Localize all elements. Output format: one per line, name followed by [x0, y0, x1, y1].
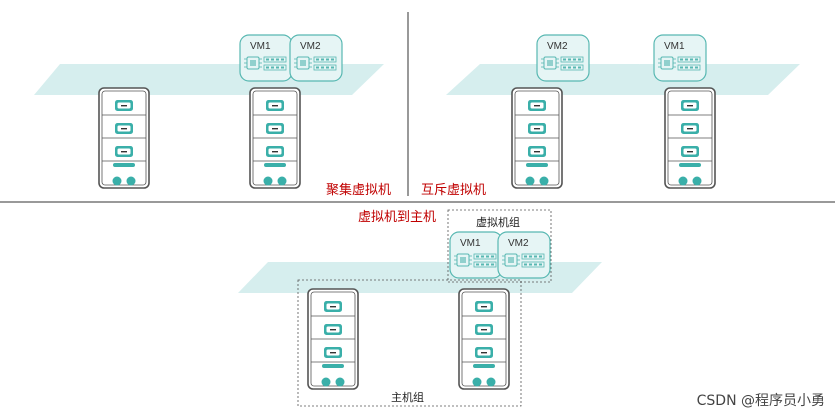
vm-label: VM2 [508, 238, 529, 249]
vm-group-box [447, 209, 552, 283]
vm-label: VM2 [547, 41, 568, 52]
server-host [307, 288, 359, 390]
vm-vm1: VM1 [239, 34, 293, 82]
vm-label: VM1 [664, 41, 685, 52]
host-plane [238, 262, 440, 293]
host-group-label: 主机组 [391, 390, 424, 404]
anti-affinity-label: 互斥虚拟机 [421, 183, 486, 198]
server-host [511, 87, 563, 189]
host-group-box [297, 279, 522, 407]
vm-vm2: VM2 [497, 231, 551, 279]
watermark: CSDN @程序员小勇 [696, 393, 825, 409]
vm-vm1: VM1 [653, 34, 707, 82]
server-host [664, 87, 716, 189]
host-plane [34, 64, 222, 95]
affinity-label: 聚集虚拟机 [326, 182, 391, 198]
vm-vm1: VM1 [449, 231, 503, 279]
server-host [98, 87, 150, 189]
vm-label: VM1 [250, 41, 271, 52]
server-host [249, 87, 301, 189]
server-host [458, 288, 510, 390]
vm-vm2: VM2 [289, 34, 343, 82]
vm-to-host-label: 虚拟机到主机 [358, 210, 436, 225]
vm-vm2: VM2 [536, 34, 590, 82]
vm-group-label: 虚拟机组 [476, 215, 520, 229]
vm-label: VM1 [460, 238, 481, 249]
vm-label: VM2 [300, 41, 321, 52]
servers [98, 87, 716, 390]
